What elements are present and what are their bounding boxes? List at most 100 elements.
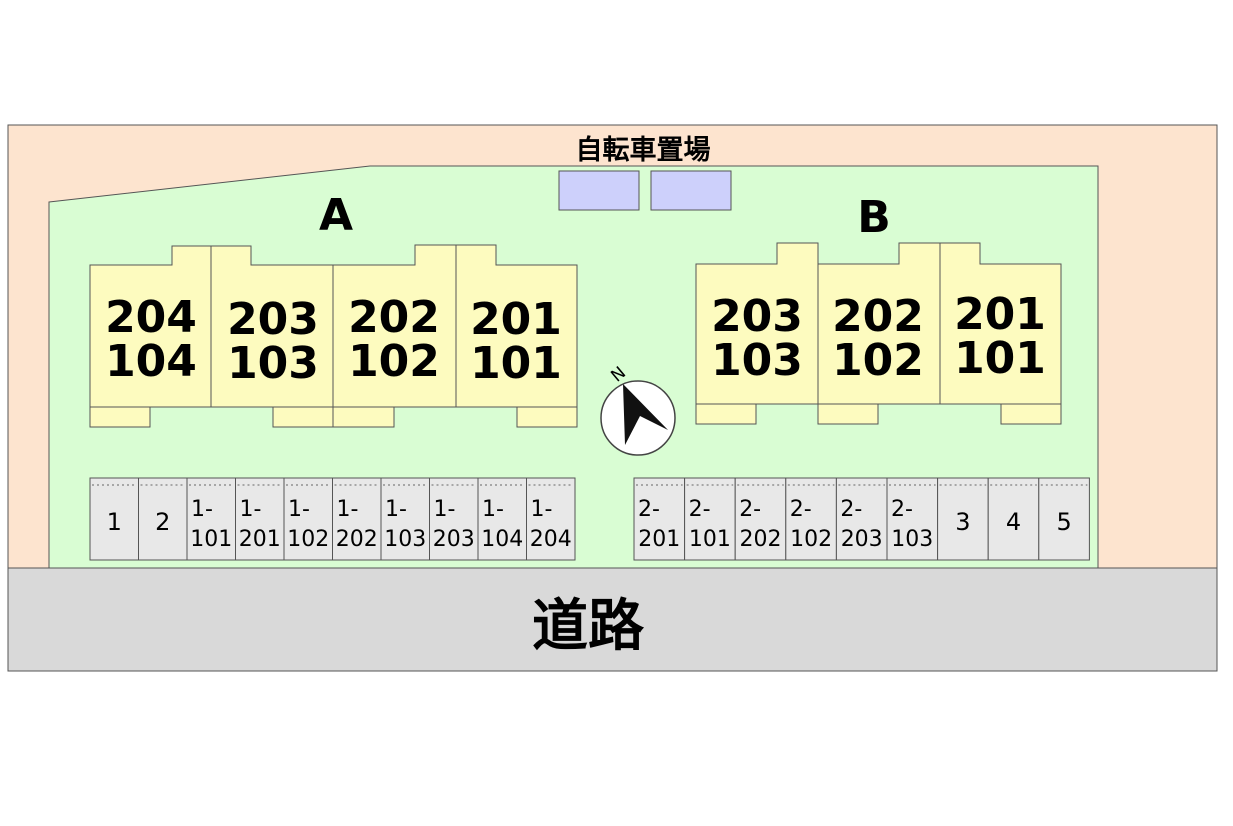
parking-right-space: 3 bbox=[937, 477, 989, 561]
building-a-unit-2-bottom: 103 bbox=[227, 338, 319, 389]
parking-right-space-label: 4 bbox=[1006, 508, 1021, 536]
parking-left-space: 1-103 bbox=[380, 477, 430, 561]
parking-left-space-label: 1- bbox=[288, 497, 310, 522]
building-a-unit-3-top: 202 bbox=[348, 292, 440, 343]
parking-right-space: 2-202 bbox=[734, 477, 787, 561]
parking-left-space-box bbox=[235, 477, 285, 561]
parking-left-space-number: 104 bbox=[481, 527, 523, 552]
parking-right-space-box bbox=[734, 477, 787, 561]
compass-needle bbox=[623, 384, 668, 445]
parking-right-space-label: 3 bbox=[955, 508, 970, 536]
building-a-unit-2-top: 203 bbox=[227, 294, 319, 345]
building-a-unit-4 bbox=[455, 244, 578, 408]
parking-left-space-box bbox=[429, 477, 479, 561]
parking-right-space-number: 103 bbox=[891, 527, 933, 552]
building-b-unit-2-bottom: 102 bbox=[832, 335, 924, 386]
parking-left-space: 1 bbox=[89, 477, 139, 561]
parking-left-space: 2 bbox=[138, 477, 188, 561]
parking-right-space: 2-203 bbox=[835, 477, 888, 561]
building-a-unit-4-bottom: 101 bbox=[470, 338, 562, 389]
parking-left-space-box bbox=[332, 477, 382, 561]
parking-right-space-box bbox=[886, 477, 939, 561]
building-a-unit-1-bottom: 104 bbox=[105, 336, 197, 387]
parking-right-space-number: 201 bbox=[638, 527, 680, 552]
bike-rack-1 bbox=[558, 170, 640, 211]
parking-left-space-box bbox=[283, 477, 333, 561]
bike-rack-2 bbox=[650, 170, 732, 211]
parking-left-space-number: 204 bbox=[530, 527, 572, 552]
building-b-label: B bbox=[857, 192, 891, 243]
parking-left-space: 1-201 bbox=[235, 477, 285, 561]
parking-left-space-number: 103 bbox=[384, 527, 426, 552]
parking-right-space: 2-101 bbox=[684, 477, 736, 561]
building-a-unit-1-top: 204 bbox=[105, 292, 197, 343]
parking-left-space: 1-203 bbox=[429, 477, 479, 561]
parking-right-space: 2-102 bbox=[785, 477, 837, 561]
parking-left-space: 1-101 bbox=[186, 477, 236, 561]
parking-left-space-number: 201 bbox=[239, 527, 281, 552]
building-a-balcony-2 bbox=[272, 406, 334, 428]
parking-right-space-label: 2- bbox=[689, 497, 711, 522]
building-a-unit-3-bottom: 102 bbox=[348, 336, 440, 387]
building-b bbox=[695, 242, 1062, 425]
parking-left-space-box bbox=[380, 477, 430, 561]
parking-right-space-label: 2- bbox=[739, 497, 761, 522]
building-b-unit-3-bottom: 101 bbox=[954, 333, 1046, 384]
parking-left-space-label: 1- bbox=[337, 497, 359, 522]
parking-right-space-box bbox=[785, 477, 837, 561]
parking-left-space: 1-104 bbox=[477, 477, 527, 561]
parking-right-space: 2-201 bbox=[633, 477, 686, 561]
parking-left-space: 1-202 bbox=[332, 477, 382, 561]
parking-left-space-number: 203 bbox=[433, 527, 475, 552]
bicycle-parking-label: 自転車置場 bbox=[576, 134, 711, 166]
parking-right-space-label: 5 bbox=[1056, 508, 1071, 536]
parking-left-space-number: 101 bbox=[190, 527, 232, 552]
building-b-unit-1-bottom: 103 bbox=[711, 335, 803, 386]
parking-left-space-label: 1 bbox=[107, 508, 122, 536]
parking-left-space-label: 1- bbox=[482, 497, 504, 522]
parking-right-space: 2-103 bbox=[886, 477, 939, 561]
road-label: 道路 bbox=[532, 594, 645, 659]
building-a-balcony-4 bbox=[516, 406, 578, 428]
parking-right-space-box bbox=[987, 477, 1040, 561]
parking-left-space-label: 1- bbox=[434, 497, 456, 522]
parking-right-space-box bbox=[835, 477, 888, 561]
building-a-balcony-3 bbox=[332, 406, 395, 428]
parking-right-space-number: 203 bbox=[841, 527, 883, 552]
parking-right-space-box bbox=[937, 477, 989, 561]
parking-right-space: 5 bbox=[1038, 477, 1090, 561]
parking-left-space-box bbox=[526, 477, 576, 561]
parking-right-space-number: 101 bbox=[689, 527, 731, 552]
building-b-unit-1-top: 203 bbox=[711, 291, 803, 342]
parking-right-space-label: 2- bbox=[638, 497, 660, 522]
parking-right-space-label: 2- bbox=[840, 497, 862, 522]
parking-left-space-label: 1- bbox=[531, 497, 553, 522]
parking-left-space-box bbox=[477, 477, 527, 561]
parking-right-space: 4 bbox=[987, 477, 1040, 561]
parking-right-space-box bbox=[684, 477, 736, 561]
parking-left-space-box bbox=[186, 477, 236, 561]
building-a-label: A bbox=[319, 190, 353, 241]
parking-left-space-box bbox=[138, 477, 188, 561]
parking-left-space-number: 102 bbox=[287, 527, 329, 552]
building-a-balcony-1 bbox=[89, 406, 151, 428]
building-b-balcony-1 bbox=[695, 403, 757, 425]
parking-left-space-number: 202 bbox=[336, 527, 378, 552]
parking-left-space-label: 2 bbox=[155, 508, 170, 536]
parking-left-space-label: 1- bbox=[385, 497, 407, 522]
parking-right-space-number: 202 bbox=[740, 527, 782, 552]
parking-left-space-box bbox=[89, 477, 139, 561]
building-a bbox=[89, 244, 578, 428]
building-b-unit-3-top: 201 bbox=[954, 289, 1046, 340]
parking-right-space-box bbox=[633, 477, 686, 561]
road bbox=[7, 567, 1218, 672]
parking-left-space: 1-204 bbox=[526, 477, 576, 561]
building-b-unit-2-top: 202 bbox=[832, 291, 924, 342]
parking-left-space-label: 1- bbox=[240, 497, 262, 522]
parking-left-space-label: 1- bbox=[191, 497, 213, 522]
building-b-balcony-3 bbox=[1000, 403, 1062, 425]
parking-left-space: 1-102 bbox=[283, 477, 333, 561]
